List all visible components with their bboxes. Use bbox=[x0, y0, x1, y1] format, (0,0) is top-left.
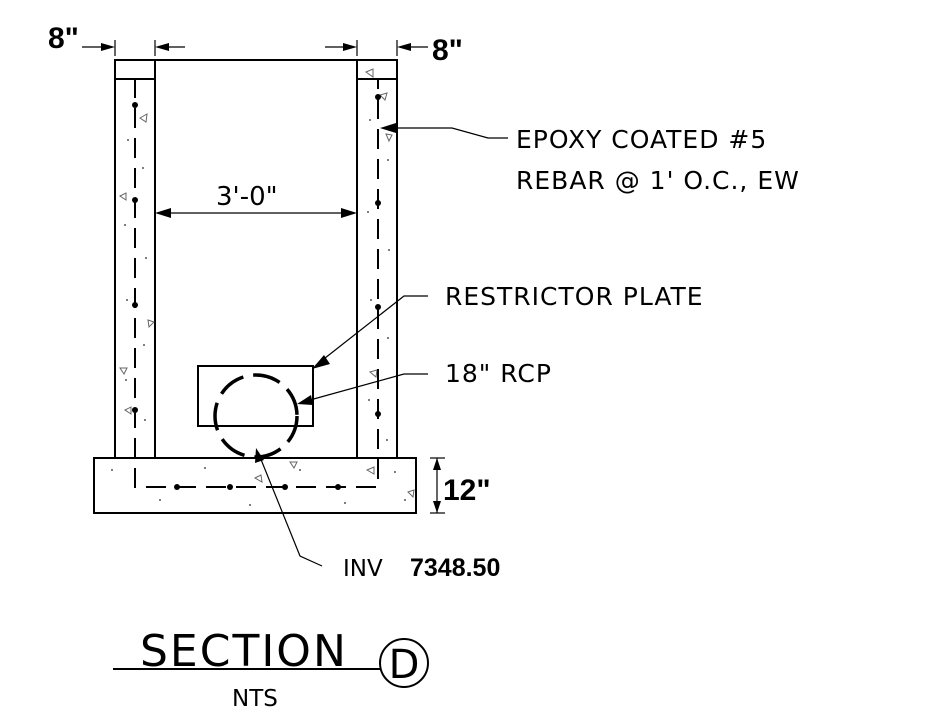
rcp-pipe bbox=[213, 373, 299, 459]
scale-label: NTS bbox=[232, 686, 278, 712]
concrete-hatch bbox=[111, 68, 415, 506]
base-slab bbox=[93, 457, 417, 514]
section-marker-letter: D bbox=[389, 642, 420, 688]
rebar-callout-line2: REBAR @ 1' O.C., EW bbox=[516, 166, 800, 195]
wall-thickness-dimensions: 8" 8" bbox=[48, 22, 463, 67]
rcp-callout: 18" RCP bbox=[445, 359, 552, 388]
right-wall-dimension: 8" bbox=[432, 34, 463, 67]
concrete-structure bbox=[93, 59, 417, 514]
section-marker-circle bbox=[379, 638, 429, 688]
interior-width-label: 3'-0" bbox=[216, 182, 278, 212]
base-thickness-dimension: 12" bbox=[430, 457, 491, 514]
interior-width-dimension: 3'-0" bbox=[155, 182, 357, 218]
rebar-cage bbox=[132, 78, 381, 490]
base-thickness-label: 12" bbox=[443, 474, 491, 507]
left-wall-dimension: 8" bbox=[48, 22, 79, 55]
callout-leaders bbox=[255, 123, 508, 567]
restrictor-plate-callout: RESTRICTOR PLATE bbox=[445, 282, 704, 311]
rebar-u-bar bbox=[134, 78, 379, 488]
restrictor-plate bbox=[197, 365, 314, 427]
invert-elevation: 7348.50 bbox=[410, 554, 500, 582]
section-title: SECTION D NTS bbox=[113, 626, 429, 712]
invert-callout-prefix: INV bbox=[343, 556, 383, 582]
rebar-callout-line1: EPOXY COATED #5 bbox=[516, 125, 767, 154]
